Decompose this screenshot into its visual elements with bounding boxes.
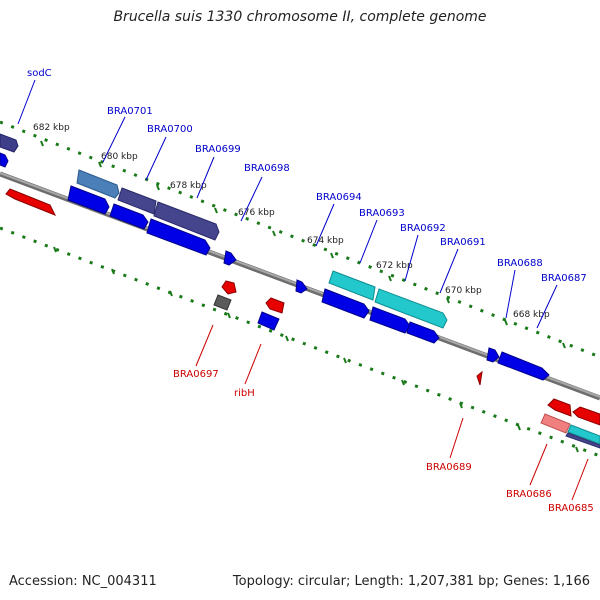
label-bra0698[interactable]: BRA0698 — [244, 163, 290, 174]
gene-bra0694[interactable] — [328, 270, 376, 301]
gene-bra0697-b[interactable] — [213, 294, 232, 311]
gene-bra0699-b[interactable] — [146, 218, 211, 256]
gene-bra0685-a[interactable] — [572, 406, 600, 426]
gene-bra0699[interactable] — [153, 201, 220, 241]
accession-text: Accession: NC_004311 — [9, 574, 157, 589]
scale-label-674: 674 kbp — [307, 236, 344, 246]
label-bra0686[interactable]: BRA0686 — [506, 489, 552, 500]
label-ribh[interactable]: ribH — [234, 388, 255, 399]
label-bra0700[interactable]: BRA0700 — [147, 124, 193, 135]
gene-bra0686-a[interactable] — [547, 398, 572, 417]
gene-ribh-a[interactable] — [265, 297, 285, 314]
forward-labels: sodC BRA0701 BRA0700 BRA0699 BRA0698 BRA… — [17, 68, 587, 329]
scale-label-678: 678 kbp — [170, 181, 207, 191]
gene-bra0687[interactable] — [497, 351, 550, 381]
label-sodc[interactable]: sodC — [27, 68, 52, 79]
gene-bra0686-b[interactable] — [540, 413, 571, 434]
scale-label-676: 676 kbp — [238, 208, 275, 218]
gene-ribh-b[interactable] — [257, 311, 280, 331]
genome-summary-text: Topology: circular; Length: 1,207,381 bp… — [232, 574, 590, 589]
scale-label-668: 668 kbp — [513, 310, 550, 320]
gene-bra0694-b[interactable] — [295, 279, 308, 294]
label-bra0687[interactable]: BRA0687 — [541, 273, 587, 284]
reverse-labels: BRA0697 ribH BRA0689 BRA0686 BRA0685 — [173, 324, 594, 514]
gene-bra0701[interactable] — [76, 169, 120, 199]
gene-bra0700[interactable] — [117, 187, 157, 215]
label-bra0693[interactable]: BRA0693 — [359, 208, 405, 219]
label-bra0699[interactable]: BRA0699 — [195, 144, 241, 155]
outer-major-ticks — [40, 140, 566, 349]
gene-bra0700-b[interactable] — [109, 203, 149, 230]
gene-bra0689[interactable] — [476, 370, 483, 386]
gene-sodc[interactable] — [0, 133, 19, 153]
scale-label-682: 682 kbp — [33, 123, 70, 133]
label-bra0697[interactable]: BRA0697 — [173, 369, 219, 380]
gene-bra0685-c[interactable] — [565, 432, 600, 449]
label-bra0701[interactable]: BRA0701 — [107, 106, 153, 117]
scale-label-670: 670 kbp — [445, 286, 482, 296]
gene-bra0697-a[interactable] — [221, 280, 237, 295]
gene-bra0701-b[interactable] — [67, 185, 110, 215]
gene-bra0698[interactable] — [223, 250, 237, 266]
gene-bra0691-b[interactable] — [406, 321, 440, 344]
gene-bra0693[interactable] — [374, 288, 448, 329]
scale-label-680: 680 kbp — [101, 152, 138, 162]
label-bra0688[interactable]: BRA0688 — [497, 258, 543, 269]
label-bra0692[interactable]: BRA0692 — [400, 223, 446, 234]
gene-bra0692[interactable] — [321, 288, 370, 319]
label-bra0685[interactable]: BRA0685 — [548, 503, 594, 514]
label-bra0694[interactable]: BRA0694 — [316, 192, 362, 203]
gene-reverse-left[interactable] — [5, 188, 57, 216]
gene-bra0685-b[interactable] — [567, 424, 600, 445]
map-title: Brucella suis 1330 chromosome II, comple… — [113, 9, 487, 25]
gene-bra0688[interactable] — [486, 347, 500, 363]
outer-scale-track — [0, 120, 600, 359]
inner-major-ticks — [53, 246, 579, 453]
gene-sodc-b[interactable] — [0, 152, 9, 168]
scale-label-672: 672 kbp — [376, 261, 413, 271]
label-bra0691[interactable]: BRA0691 — [440, 237, 486, 248]
label-bra0689[interactable]: BRA0689 — [426, 462, 472, 473]
